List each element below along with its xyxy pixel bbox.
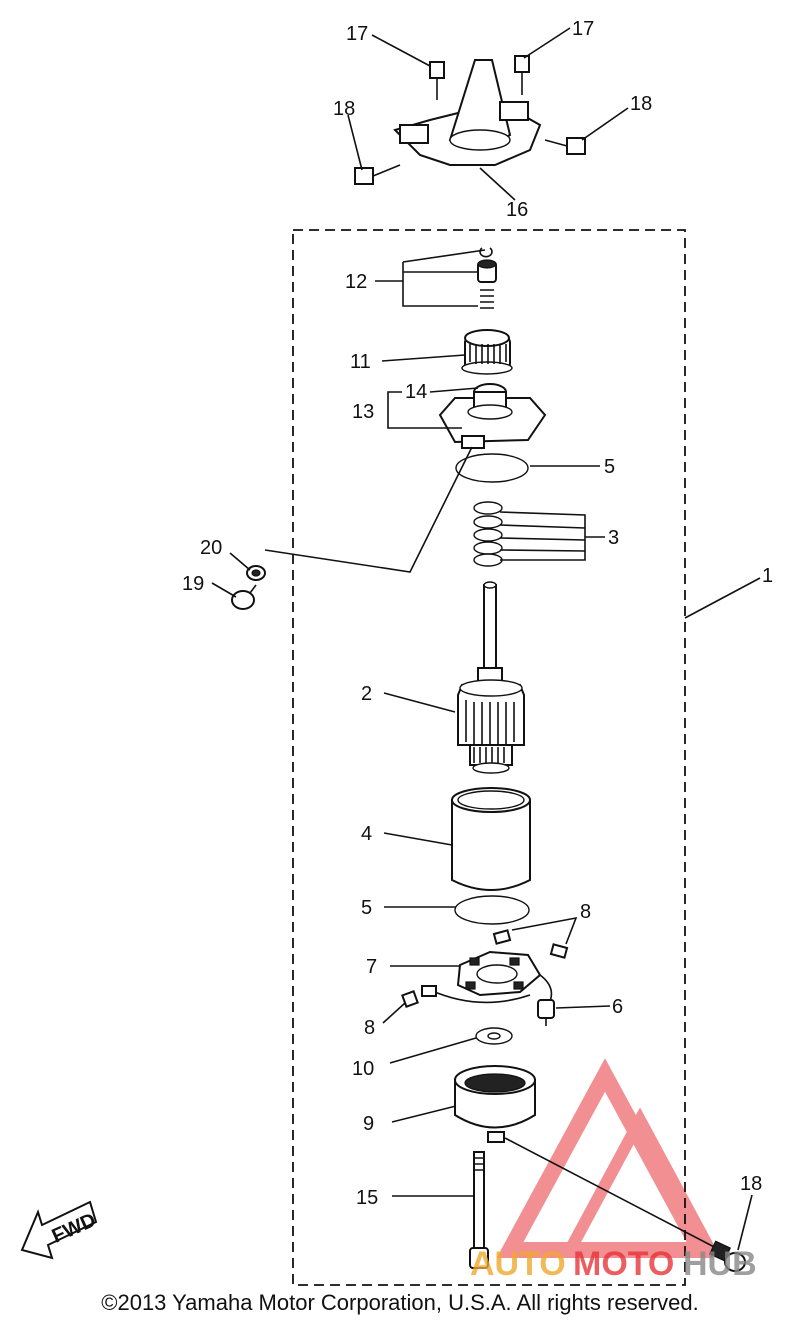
watermark-hub: HUB <box>683 1245 757 1283</box>
assembly-boundary <box>292 229 686 1286</box>
part-5-oring-bottom <box>454 895 530 925</box>
label-8-left: 8 <box>364 1017 375 1039</box>
label-9: 9 <box>363 1113 374 1135</box>
part-3-washers <box>473 501 586 567</box>
part-6-terminal <box>537 999 555 1026</box>
part-11-pinion <box>461 329 513 375</box>
label-5-bottom: 5 <box>361 897 372 919</box>
part-16-bracket <box>393 59 542 166</box>
label-1: 1 <box>762 565 773 587</box>
part-20-washer <box>246 565 266 581</box>
label-17-left: 17 <box>346 23 368 45</box>
callout-labels: 17 17 18 18 16 12 11 14 13 5 3 20 19 1 2… <box>182 18 773 1209</box>
watermark-auto: AUTO <box>470 1245 566 1283</box>
label-4: 4 <box>361 823 372 845</box>
part-7-brush-holder <box>429 950 553 1011</box>
part-18-bolt-left <box>354 164 401 185</box>
label-12: 12 <box>345 271 367 293</box>
part-4-yoke <box>451 787 531 891</box>
label-8-top: 8 <box>580 901 591 923</box>
label-18-right: 18 <box>630 93 652 115</box>
copyright-notice: ©2013 Yamaha Motor Corporation, U.S.A. A… <box>101 1290 699 1315</box>
part-20-leader-to-terminal <box>264 446 473 573</box>
part-17-bolt-left <box>429 61 445 100</box>
part-5-oring-top <box>455 453 529 483</box>
label-19: 19 <box>182 573 204 595</box>
part-8-brushes-top <box>492 916 578 959</box>
label-6: 6 <box>612 996 623 1018</box>
label-11: 11 <box>350 351 371 373</box>
part-13-front-cover <box>438 383 547 449</box>
label-3: 3 <box>608 527 619 549</box>
part-19-nut <box>231 584 257 610</box>
exploded-parts-diagram: FWD 17 17 18 18 16 12 11 14 <box>20 18 773 1286</box>
part-2-armature <box>457 581 525 774</box>
part-9-rear-cover <box>454 1065 536 1143</box>
part-18-bolt-right <box>544 137 586 155</box>
fwd-arrow-icon: FWD <box>20 1200 99 1260</box>
label-20: 20 <box>200 537 222 559</box>
watermark-logo <box>496 1058 721 1258</box>
label-14: 14 <box>405 381 427 403</box>
label-18-left: 18 <box>333 98 355 120</box>
label-16: 16 <box>506 199 528 221</box>
part-18-bolt-bottom <box>504 1137 746 1272</box>
label-15: 15 <box>356 1187 378 1209</box>
leader-lines <box>211 27 761 1251</box>
part-10-washer <box>475 1027 513 1045</box>
part-17-bolt-right <box>514 55 530 95</box>
label-5-top: 5 <box>604 456 615 478</box>
label-2: 2 <box>361 683 372 705</box>
watermark-moto: MOTO <box>573 1245 674 1283</box>
part-8-brush-left <box>401 985 437 1008</box>
label-17-right: 17 <box>572 18 594 40</box>
watermark-text: AUTO MOTO HUB <box>470 1245 757 1283</box>
label-7: 7 <box>366 956 377 978</box>
part-15-through-bolt <box>469 1151 489 1269</box>
label-10: 10 <box>352 1058 374 1080</box>
part-12-clip-collar-spring <box>402 247 497 309</box>
label-18-bottom: 18 <box>740 1173 762 1195</box>
label-13: 13 <box>352 401 374 423</box>
